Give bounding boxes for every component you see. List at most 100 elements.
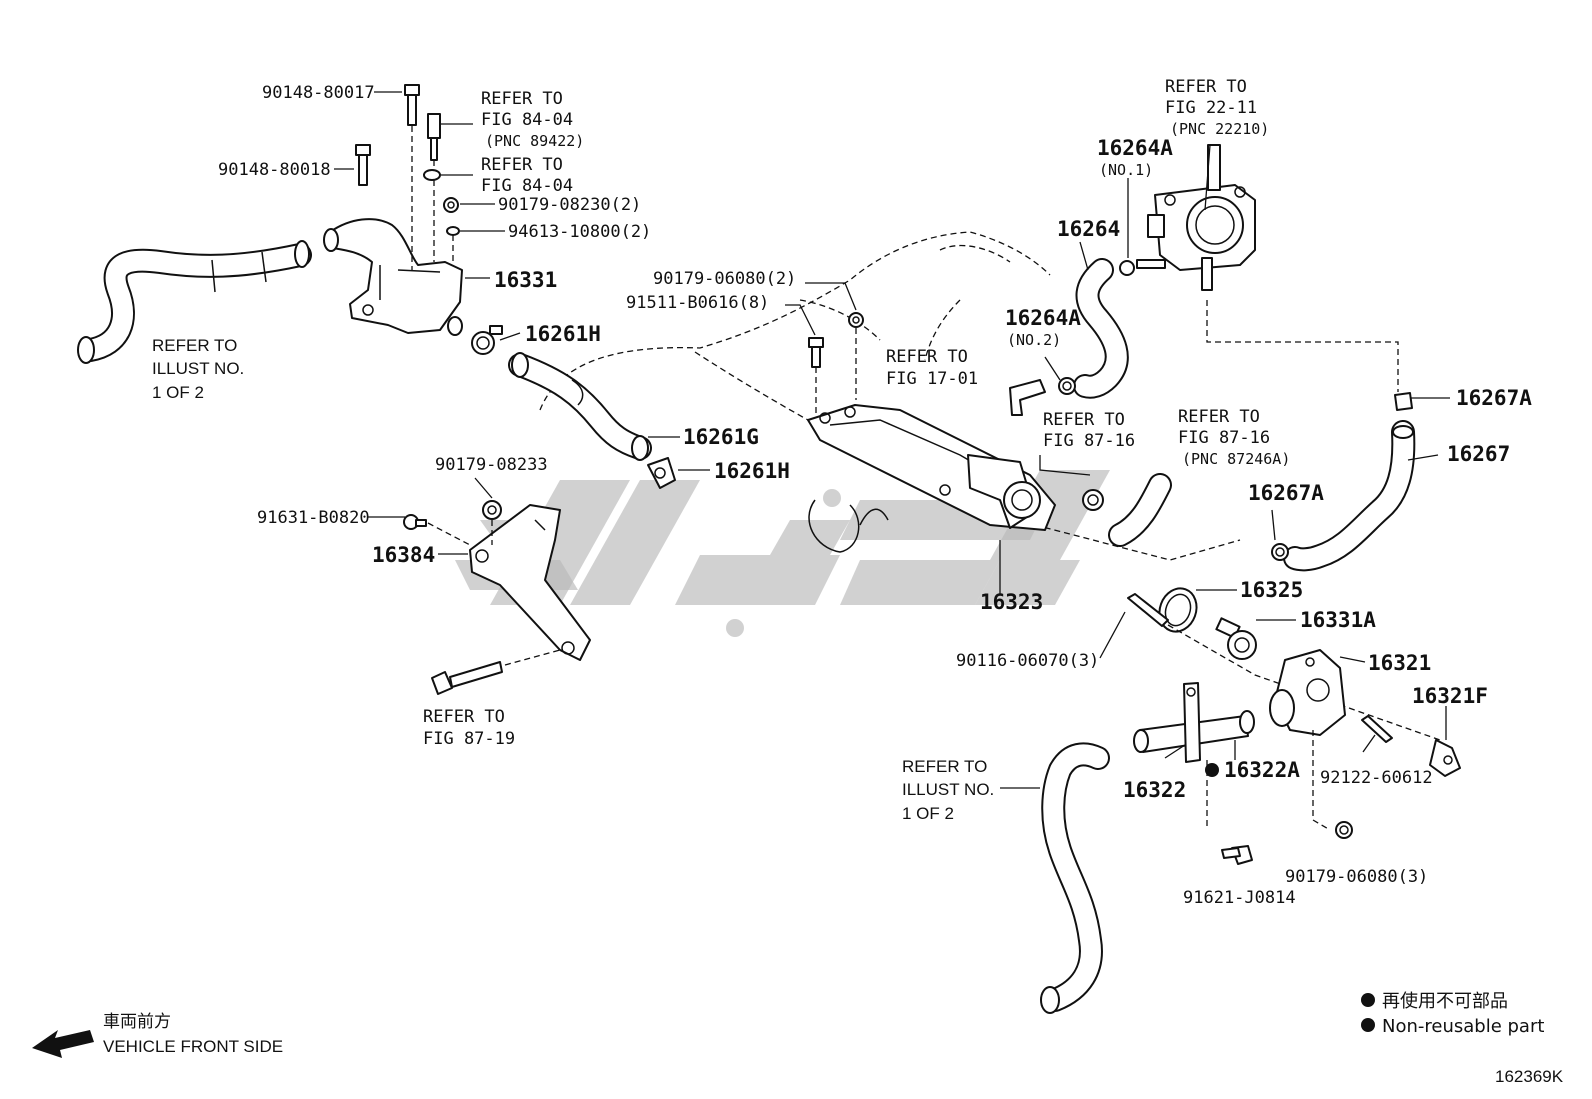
ref-22-11-pnc: (PNC 22210) — [1170, 120, 1269, 138]
legend-bullet-en — [1361, 1018, 1375, 1032]
label-16321: 16321 — [1368, 651, 1431, 675]
stud-92122-60612 — [1361, 715, 1393, 743]
label-91631-B0820: 91631-B0820 — [257, 508, 370, 528]
hose-16264 — [1073, 258, 1129, 399]
nut-90179-08233 — [482, 500, 502, 545]
illust-ref1-line3: 1 OF 2 — [152, 383, 204, 402]
ref-87-19-line1: REFER TO — [423, 707, 505, 727]
label-90148-80018: 90148-80018 — [218, 160, 331, 180]
label-16264A-no1: 16264A — [1097, 136, 1173, 160]
label-16323: 16323 — [980, 590, 1043, 614]
water-outlet-16331 — [323, 218, 463, 336]
label-16267A-upper: 16267A — [1456, 386, 1532, 410]
hose-16267 — [1283, 420, 1416, 572]
ref-87-16a-line1: REFER TO — [1043, 410, 1125, 430]
front-direction-arrow — [32, 1030, 94, 1058]
label-16331A: 16331A — [1300, 608, 1376, 632]
ref-84-04-line2: FIG 84-04 — [481, 110, 573, 130]
bracket-16384 — [469, 504, 591, 661]
ref-87-16b-line1: REFER TO — [1178, 407, 1260, 427]
label-16264: 16264 — [1057, 217, 1120, 241]
direction-jp: 車両前方 — [103, 1012, 171, 1031]
ref-84-04-pnc: (PNC 89422) — [485, 132, 584, 150]
label-16322: 16322 — [1123, 778, 1186, 802]
label-16267A-lower: 16267A — [1248, 481, 1324, 505]
bolt-87-19 — [431, 649, 561, 695]
clamp-16264A-no2 — [1058, 377, 1076, 395]
clamp-16267A-lower — [1271, 543, 1289, 561]
o-ring-16322A — [1239, 710, 1255, 734]
label-16384: 16384 — [372, 543, 435, 567]
label-90116-06070: 90116-06070(3) — [956, 651, 1099, 671]
label-91511-B0616: 91511-B0616(8) — [626, 293, 769, 313]
label-90179-08233: 90179-08233 — [435, 455, 548, 475]
elbow-fitting-17-01 — [1009, 379, 1046, 416]
ref-84-04b-line2: FIG 84-04 — [481, 176, 573, 196]
illust-ref2-line3: 1 OF 2 — [902, 804, 954, 823]
label-16264A-no1-sub: (NO.1) — [1099, 161, 1153, 179]
label-16261H-lower: 16261H — [714, 459, 790, 483]
label-16325: 16325 — [1240, 578, 1303, 602]
water-bypass-16323 — [807, 404, 1056, 531]
stud-90116-06070 — [1127, 593, 1441, 741]
gasket-16325 — [1158, 587, 1198, 633]
illust-ref2-line1: REFER TO — [902, 757, 987, 776]
ref-87-16a-line2: FIG 87-16 — [1043, 431, 1135, 451]
throttle-body — [1147, 144, 1399, 392]
washer-94613-10800 — [446, 226, 460, 262]
label-94613-10800: 94613-10800(2) — [508, 222, 651, 242]
direction-en: VEHICLE FRONT SIDE — [103, 1037, 283, 1056]
ref-22-11-line1: REFER TO — [1165, 77, 1247, 97]
ref-87-16b-line2: FIG 87-16 — [1178, 428, 1270, 448]
ref-87-16b-pnc: (PNC 87246A) — [1182, 450, 1290, 468]
bolt-90148-80018 — [355, 144, 371, 186]
thermostat-16331A — [1215, 617, 1257, 660]
ref-22-11-line2: FIG 22-11 — [1165, 98, 1257, 118]
nut-90179-08230 — [443, 197, 459, 213]
label-91621-J0814: 91621-J0814 — [1183, 888, 1296, 908]
hose-87246A — [1108, 473, 1172, 547]
sensor-89422 — [427, 113, 441, 262]
hose-16261G — [508, 352, 652, 461]
clamp-87-16 — [1082, 489, 1104, 511]
ref-84-04-line1: REFER TO — [481, 89, 563, 109]
clamp-16267A-upper — [1394, 392, 1413, 411]
ref-87-19-line2: FIG 87-19 — [423, 729, 515, 749]
label-92122-60612: 92122-60612 — [1320, 768, 1433, 788]
diagram-code: 162369K — [1495, 1067, 1564, 1086]
upper-radiator-hose — [77, 240, 312, 364]
bolt-91631-B0820 — [403, 514, 471, 546]
illust-ref1-line1: REFER TO — [152, 336, 237, 355]
bolt-90148-80017 — [404, 84, 420, 270]
lower-radiator-hose — [1040, 742, 1110, 1014]
plug-16321F — [1429, 739, 1461, 777]
label-16267: 16267 — [1447, 442, 1510, 466]
washer-84-04 — [423, 169, 441, 181]
ref-84-04b-line1: REFER TO — [481, 155, 563, 175]
clamp-16264A-no1 — [1119, 259, 1166, 276]
illust-ref2-line2: ILLUST NO. — [902, 780, 994, 799]
label-16322A: 16322A — [1224, 758, 1300, 782]
label-16261G: 16261G — [683, 425, 759, 449]
label-16321F: 16321F — [1412, 684, 1488, 708]
clamp-16261H-lower — [647, 457, 676, 489]
label-90179-06080-2: 90179-06080(2) — [653, 269, 796, 289]
legend-text-en: Non-reusable part — [1382, 1016, 1544, 1037]
legend-bullet-jp — [1361, 993, 1375, 1007]
clamp-16261H-upper — [471, 325, 503, 355]
legend-text-jp: 再使用不可部品 — [1382, 991, 1508, 1012]
non-reusable-bullet-16322A — [1205, 763, 1219, 777]
illust-ref1-line2: ILLUST NO. — [152, 359, 244, 378]
bolt-91511-B0616 — [808, 337, 824, 415]
nut-90179-06080-top — [848, 312, 864, 400]
leader-lines — [334, 91, 1450, 789]
label-16331: 16331 — [494, 268, 557, 292]
label-90179-06080-3: 90179-06080(3) — [1285, 867, 1428, 887]
nut-90179-06080-lower — [1312, 730, 1353, 839]
label-16261H-upper: 16261H — [525, 322, 601, 346]
label-16264A-no2-sub: (NO.2) — [1007, 331, 1061, 349]
ref-17-01-line1: REFER TO — [886, 347, 968, 367]
label-90148-80017: 90148-80017 — [262, 83, 375, 103]
